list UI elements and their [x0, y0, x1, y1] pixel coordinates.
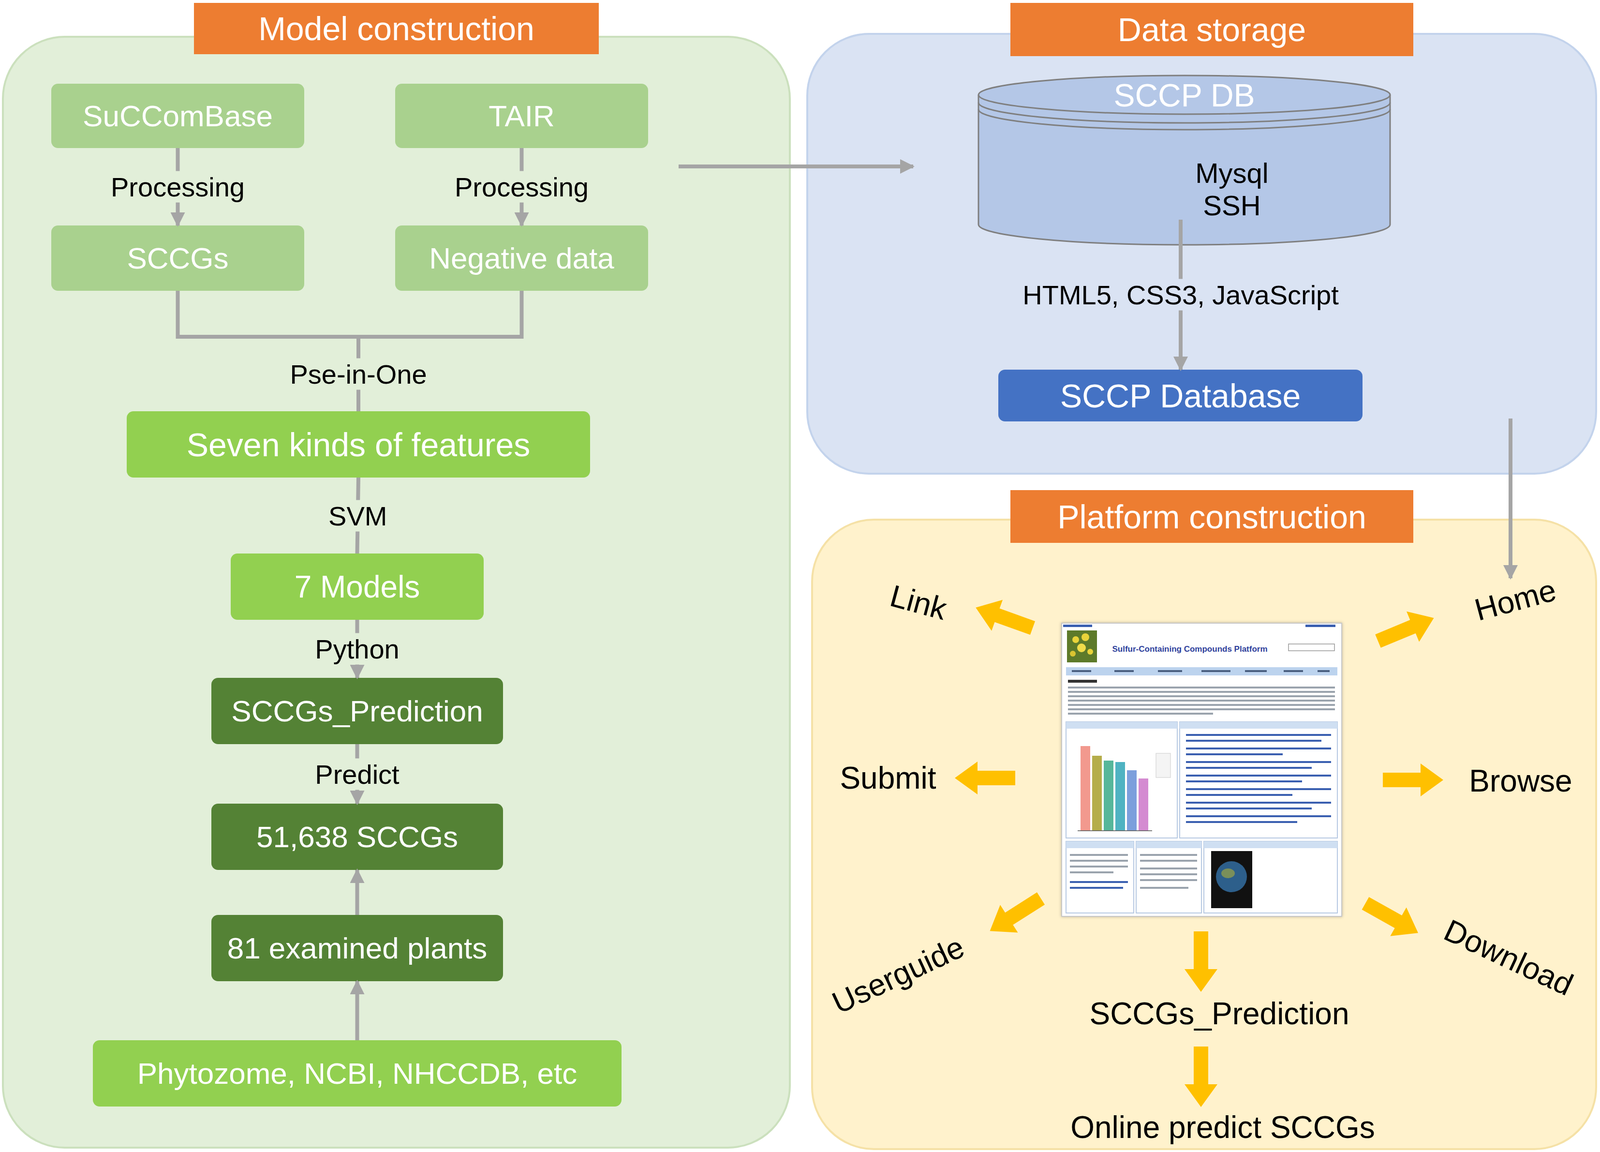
edge-label: HTML5, CSS3, JavaScript — [1018, 279, 1343, 311]
edge-label: SVM — [324, 499, 391, 532]
data-box: SCCGs — [51, 225, 305, 291]
cylinder-body — [978, 94, 1391, 245]
feature-label: Online predict SCCGs — [1070, 1109, 1376, 1145]
edge-label: Predict — [311, 757, 403, 790]
source-box: Phytozome, NCBI, NHCCDB, etc — [92, 1039, 622, 1107]
box-label: 81 examined plants — [227, 930, 488, 965]
connector-arrow — [177, 290, 359, 412]
box-label: SCCGs_Prediction — [231, 693, 483, 728]
box-label: 51,638 SCCGs — [256, 819, 459, 854]
box-label: TAIR — [488, 98, 555, 134]
box-label: SCCGs — [126, 240, 229, 276]
edge-label: Python — [311, 633, 403, 665]
box-label: Negative data — [429, 240, 615, 276]
feature-label: Submit — [839, 759, 936, 796]
box-label: 7 Models — [294, 568, 421, 605]
section-title: Model construction — [193, 2, 599, 55]
input-box: 81 examined plants — [211, 914, 504, 981]
feature-label: Browse — [1468, 762, 1572, 799]
result-box: 51,638 SCCGs — [211, 803, 504, 870]
section-title: Data storage — [1010, 2, 1414, 57]
cylinder-top — [978, 75, 1391, 115]
connector-arrow — [678, 164, 914, 169]
section-panel: Model constructionSuCComBaseTAIRSCCGsNeg… — [1, 35, 791, 1149]
connector-arrow — [355, 869, 360, 915]
process-box: Seven kinds of features — [126, 411, 591, 478]
source-box: TAIR — [395, 83, 649, 149]
database-cylinder: SCCP DB Mysql SSH — [977, 74, 1392, 245]
connector-arrow — [358, 290, 522, 412]
database-title: SCCP DB — [1039, 77, 1330, 115]
box-label: Seven kinds of features — [186, 425, 531, 464]
process-box: 7 Models — [230, 553, 484, 620]
database-box: SCCP Database — [998, 369, 1363, 422]
tool-box: SCCGs_Prediction — [211, 677, 504, 744]
feature-label: SCCGs_Prediction — [1089, 995, 1349, 1032]
edge-label: Processing — [450, 171, 593, 203]
edge-label: Processing — [106, 171, 249, 203]
source-box: SuCComBase — [51, 83, 305, 149]
data-box: Negative data — [395, 225, 649, 291]
site-title: Sulfur-Containing Compounds Platform — [1111, 644, 1268, 654]
box-label: SuCComBase — [82, 98, 273, 134]
web-screenshot: Sulfur-Containing Compounds Platform — [1061, 622, 1343, 917]
connector-arrow — [355, 980, 360, 1040]
box-label: SCCP Database — [1060, 376, 1302, 415]
database-tech: Mysql SSH — [1183, 157, 1281, 222]
edge-label: Pse-in-One — [285, 358, 431, 390]
section-title: Platform construction — [1010, 489, 1414, 543]
section-panel: Data storageSCCP DBMysql SSHSCCP Databas… — [806, 32, 1598, 475]
box-label: Phytozome, NCBI, NHCCDB, etc — [137, 1055, 578, 1091]
